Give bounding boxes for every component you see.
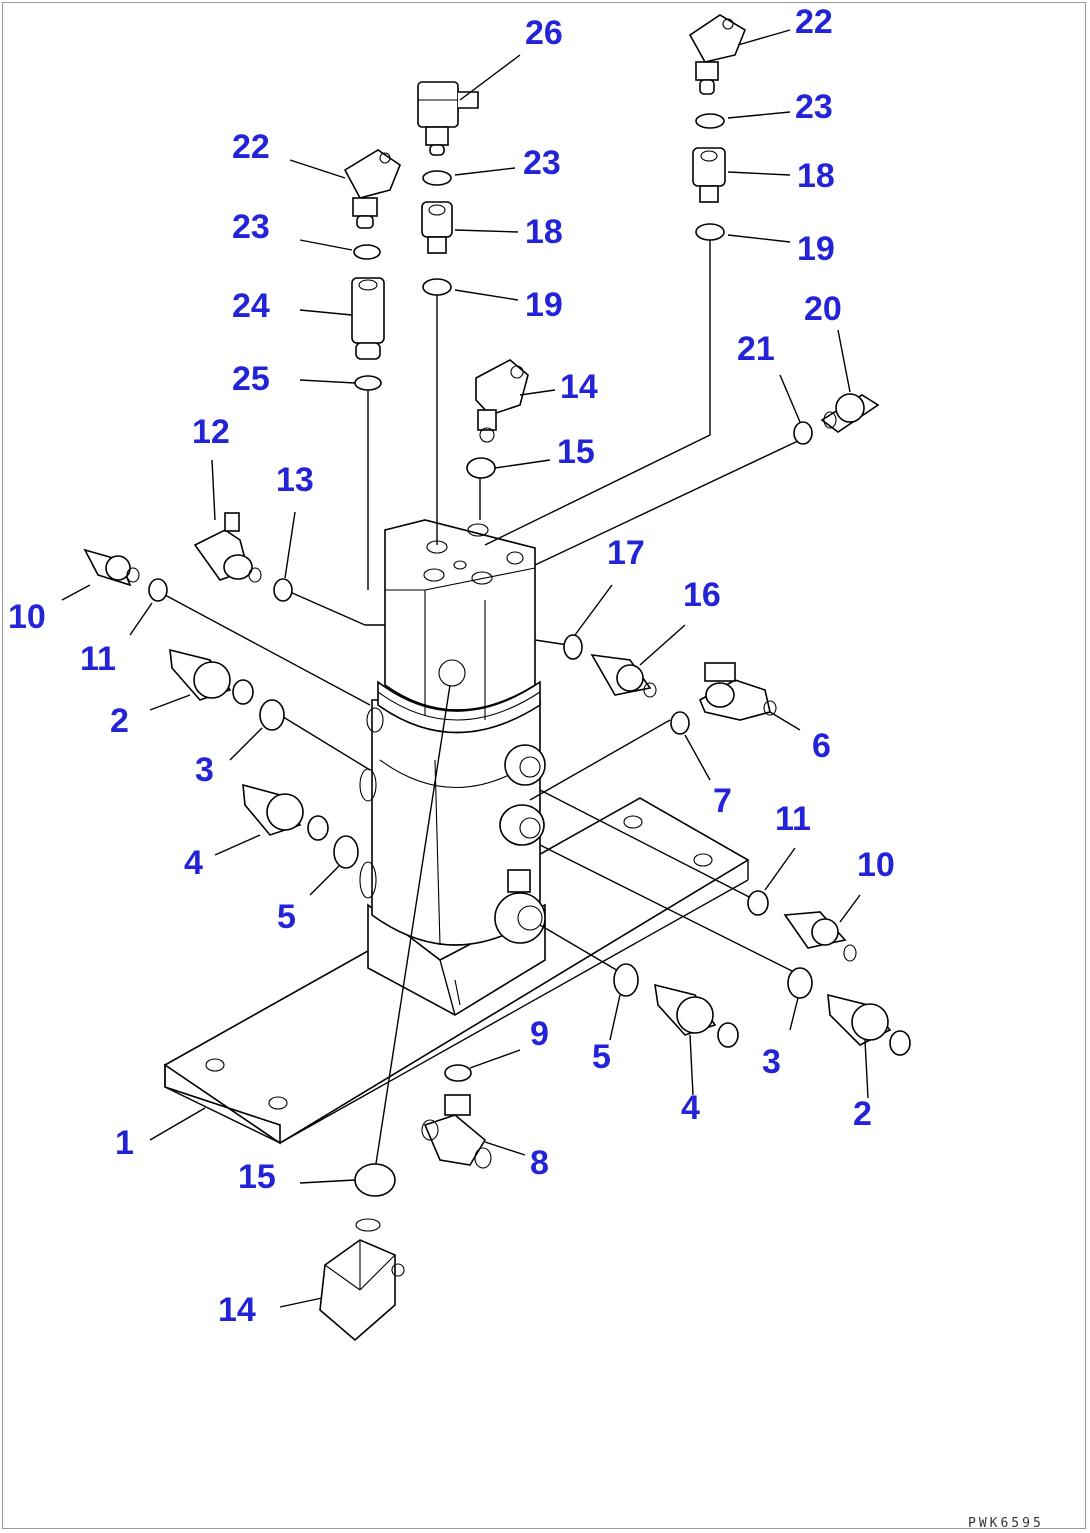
callout-9: 9 <box>530 1015 549 1053</box>
part-18-adapter-center <box>421 201 453 254</box>
part-10-fitting-left <box>83 548 140 587</box>
callout-11: 11 <box>775 800 811 838</box>
part-23-seal-left <box>353 244 381 260</box>
part-2-plug-right <box>827 993 911 1056</box>
callout-leaders <box>61 29 869 1308</box>
callout-8: 8 <box>530 1144 549 1182</box>
part-20-fitting <box>820 393 880 433</box>
callout-25: 25 <box>232 360 270 398</box>
part-4-plug-left <box>242 783 329 841</box>
drawing-code: PWK6595 <box>968 1516 1044 1531</box>
part-2-plug-left <box>169 648 254 705</box>
part-26-sensor <box>417 81 479 156</box>
part-9-oring <box>444 1064 472 1082</box>
callout-10: 10 <box>857 846 895 884</box>
swivel-body <box>359 519 546 1016</box>
callout-labels: 26 22 23 18 19 22 23 23 18 24 19 20 21 2… <box>8 3 895 1329</box>
part-21-oring <box>793 421 813 445</box>
part-15-oring-upper <box>466 457 496 479</box>
callout-22: 22 <box>795 3 833 41</box>
part-8-valve <box>421 1094 492 1169</box>
callout-18: 18 <box>525 213 563 251</box>
callout-16: 16 <box>683 576 721 614</box>
part-6-valve <box>698 662 777 721</box>
part-18-adapter-right <box>692 147 726 203</box>
callout-15: 15 <box>557 433 595 471</box>
part-11-oring-right <box>747 890 769 916</box>
callout-2: 2 <box>853 1095 872 1133</box>
callout-26: 26 <box>525 14 563 52</box>
callout-19: 19 <box>525 286 563 324</box>
part-11-oring-left <box>148 578 168 602</box>
assembly-lines <box>164 235 801 1171</box>
part-12-sensor <box>193 512 262 583</box>
part-13-oring <box>273 578 293 602</box>
callout-10: 10 <box>8 598 46 636</box>
part-24-extension <box>351 277 385 360</box>
callout-4: 4 <box>184 844 203 882</box>
callout-14: 14 <box>560 368 598 406</box>
callout-7: 7 <box>713 782 732 820</box>
callout-22: 22 <box>232 128 270 166</box>
callout-18: 18 <box>797 157 835 195</box>
part-7-oring <box>670 711 690 735</box>
part-23-seal-center <box>422 170 452 186</box>
part-3-oring-right <box>787 967 813 999</box>
callout-1: 1 <box>115 1124 134 1162</box>
callout-17: 17 <box>607 534 645 572</box>
part-4-plug-right <box>654 983 739 1048</box>
callout-20: 20 <box>804 290 842 328</box>
part-14-sensor-upper <box>475 359 529 443</box>
part-25-oring <box>354 375 382 391</box>
callout-6: 6 <box>812 727 831 765</box>
part-3-oring-left <box>259 699 285 731</box>
callout-23: 23 <box>523 144 561 182</box>
callout-3: 3 <box>762 1043 781 1081</box>
part-17-oring <box>563 634 583 660</box>
part-5-oring-left <box>333 835 359 869</box>
part-15-oring-lower <box>354 1163 396 1197</box>
callout-12: 12 <box>192 413 230 451</box>
part-19-oring-right <box>695 223 725 241</box>
part-14-sensor-lower <box>319 1218 405 1342</box>
callout-19: 19 <box>797 230 835 268</box>
callout-21: 21 <box>737 330 775 368</box>
part-16-fitting <box>590 653 657 698</box>
callout-23: 23 <box>232 208 270 246</box>
callout-13: 13 <box>276 461 314 499</box>
callout-24: 24 <box>232 287 270 325</box>
callout-3: 3 <box>195 751 214 789</box>
part-22-sensor-right <box>688 14 746 95</box>
callout-11: 11 <box>80 640 116 678</box>
part-22-sensor-left <box>343 149 401 229</box>
part-10-fitting-right <box>783 911 857 962</box>
callout-14: 14 <box>218 1291 256 1329</box>
callout-2: 2 <box>110 702 129 740</box>
callout-23: 23 <box>795 88 833 126</box>
callout-15: 15 <box>238 1158 276 1196</box>
callout-4: 4 <box>681 1089 700 1127</box>
part-23-seal-right <box>695 113 725 129</box>
part-19-oring-center <box>422 278 452 296</box>
callout-5: 5 <box>277 898 296 936</box>
callout-5: 5 <box>592 1038 611 1076</box>
part-5-oring-right <box>613 963 639 997</box>
